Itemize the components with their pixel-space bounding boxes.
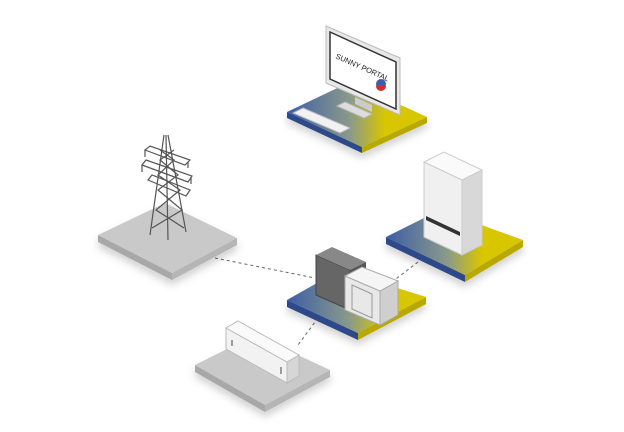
container-connection-line [297,317,319,346]
monitor: SUNNY PORTAL [291,25,401,134]
battery-cabinet [422,151,484,256]
container-platform [195,335,330,412]
grid-connection-line [214,257,316,279]
inverter-station [315,247,400,326]
keyboard [291,107,352,134]
transmission-tower-icon [141,134,193,241]
battery-container [224,320,301,384]
